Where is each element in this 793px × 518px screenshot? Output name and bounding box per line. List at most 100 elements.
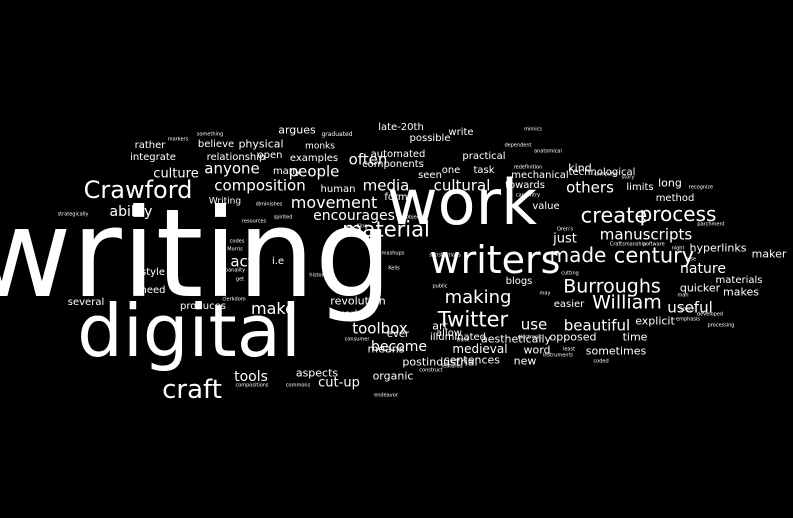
cloud-word: organic [372,369,414,383]
cloud-word: man [677,292,689,299]
cloud-word: story [621,174,635,181]
cloud-word: night [671,245,685,252]
cloud-word: ever [386,329,410,340]
cloud-word: kind [568,161,592,175]
cloud-word: automated [370,149,426,160]
cloud-word: method [655,193,695,204]
cloud-word: medieval [452,342,508,356]
cloud-word: making [444,287,512,308]
cloud-word: allow [436,328,462,339]
cloud-word: art [432,319,448,333]
cloud-word: something [196,131,224,138]
cloud-word: style [141,267,165,278]
cloud-word: compositions [235,382,269,389]
cloud-word: Space [679,306,695,313]
cloud-word: writers [429,238,561,282]
cloud-word: construct [419,367,443,374]
cloud-word: satisfactions [429,252,461,259]
cloud-word: i.e [271,256,285,267]
cloud-word: culture [153,166,199,182]
cloud-word: several [67,297,105,308]
cloud-word: others [566,178,614,197]
cloud-word: encourages [313,208,395,224]
cloud-word: technological [568,167,636,178]
cloud-word: history [309,272,327,279]
cloud-word: monks [305,141,335,152]
cloud-word: Writing [208,196,242,207]
cloud-word: integrate [130,152,176,163]
cloud-word: become [370,339,428,355]
cloud-word: cut-up [318,375,360,391]
cloud-word: argues [278,123,316,137]
cloud-word: mimics [524,126,542,133]
cloud-word: consumer [344,336,370,343]
cloud-word: materials [715,275,763,286]
cloud-word: strategically [57,211,89,218]
cloud-word: work [386,166,538,239]
cloud-word: dependent [504,142,532,149]
cloud-word: task [473,165,495,176]
cloud-word: examples [289,153,339,164]
cloud-word: form [384,192,408,203]
cloud-word: graduated [321,131,353,138]
cloud-word: objects [405,214,425,221]
cloud-word: write [448,127,474,138]
cloud-word: tools [234,369,268,385]
cloud-word: movement [290,193,378,212]
cloud-word: craft [162,375,222,405]
cloud-word: Oren's [556,226,574,233]
cloud-word: century [613,243,695,268]
cloud-word: carpentry [515,192,541,199]
cloud-word: digital [77,289,301,373]
cloud-word: late-20th [378,122,424,133]
cloud-word: Craftsmanship [609,241,647,248]
cloud-word: electronic [517,334,543,341]
cloud-word: made [549,243,607,267]
cloud-word: nature [680,261,726,277]
cloud-word: processing [707,322,735,329]
cloud-word: beautiful [563,316,631,335]
cloud-word: banality [224,267,246,274]
cloud-word: need [140,285,166,296]
cloud-word: aesthetically [480,332,552,346]
cloud-word: codes [229,238,245,245]
cloud-word: easier [553,299,585,310]
cloud-word: computer [593,171,619,178]
cloud-word: many [272,166,302,177]
cloud-word: Crawford [83,176,193,204]
cloud-word: value [532,201,560,212]
cloud-word: new [513,354,537,368]
cloud-word: possible [409,133,451,144]
cloud-word: just [553,231,577,247]
cloud-word: developed [696,311,724,318]
cloud-word: world [336,309,364,320]
cloud-word: endeavor [374,392,398,399]
cloud-word: may [539,290,551,297]
cloud-word: William [592,291,662,314]
cloud-word: sometimes [585,344,647,358]
cloud-word: instruments [542,352,574,359]
cloud-word: towards [505,180,545,191]
cloud-word: human [320,184,356,195]
cloud-word: relationship [206,152,266,163]
cloud-word: people [288,162,340,181]
cloud-word: blogs [505,276,533,287]
cloud-word: postindustrial [402,355,478,369]
cloud-word: get [235,276,245,283]
cloud-word: ability [109,204,153,220]
cloud-word: explicit [635,314,675,328]
cloud-word: Burroughs [563,275,661,298]
cloud-word: long [658,176,682,190]
cloud-word: cultural [433,176,491,195]
cloud-word: maker [751,247,787,261]
cloud-word: makes [723,285,759,299]
cloud-word: anatomical [534,148,562,155]
cloud-word: composition [214,176,306,195]
cloud-word: word [523,343,551,357]
cloud-word: seen [418,170,442,181]
cloud-word: public [432,283,448,290]
cloud-word: media [362,176,410,195]
cloud-word: anyone [204,159,260,178]
cloud-word: hyperlinks [689,241,747,255]
cloud-word: produces [180,301,226,312]
